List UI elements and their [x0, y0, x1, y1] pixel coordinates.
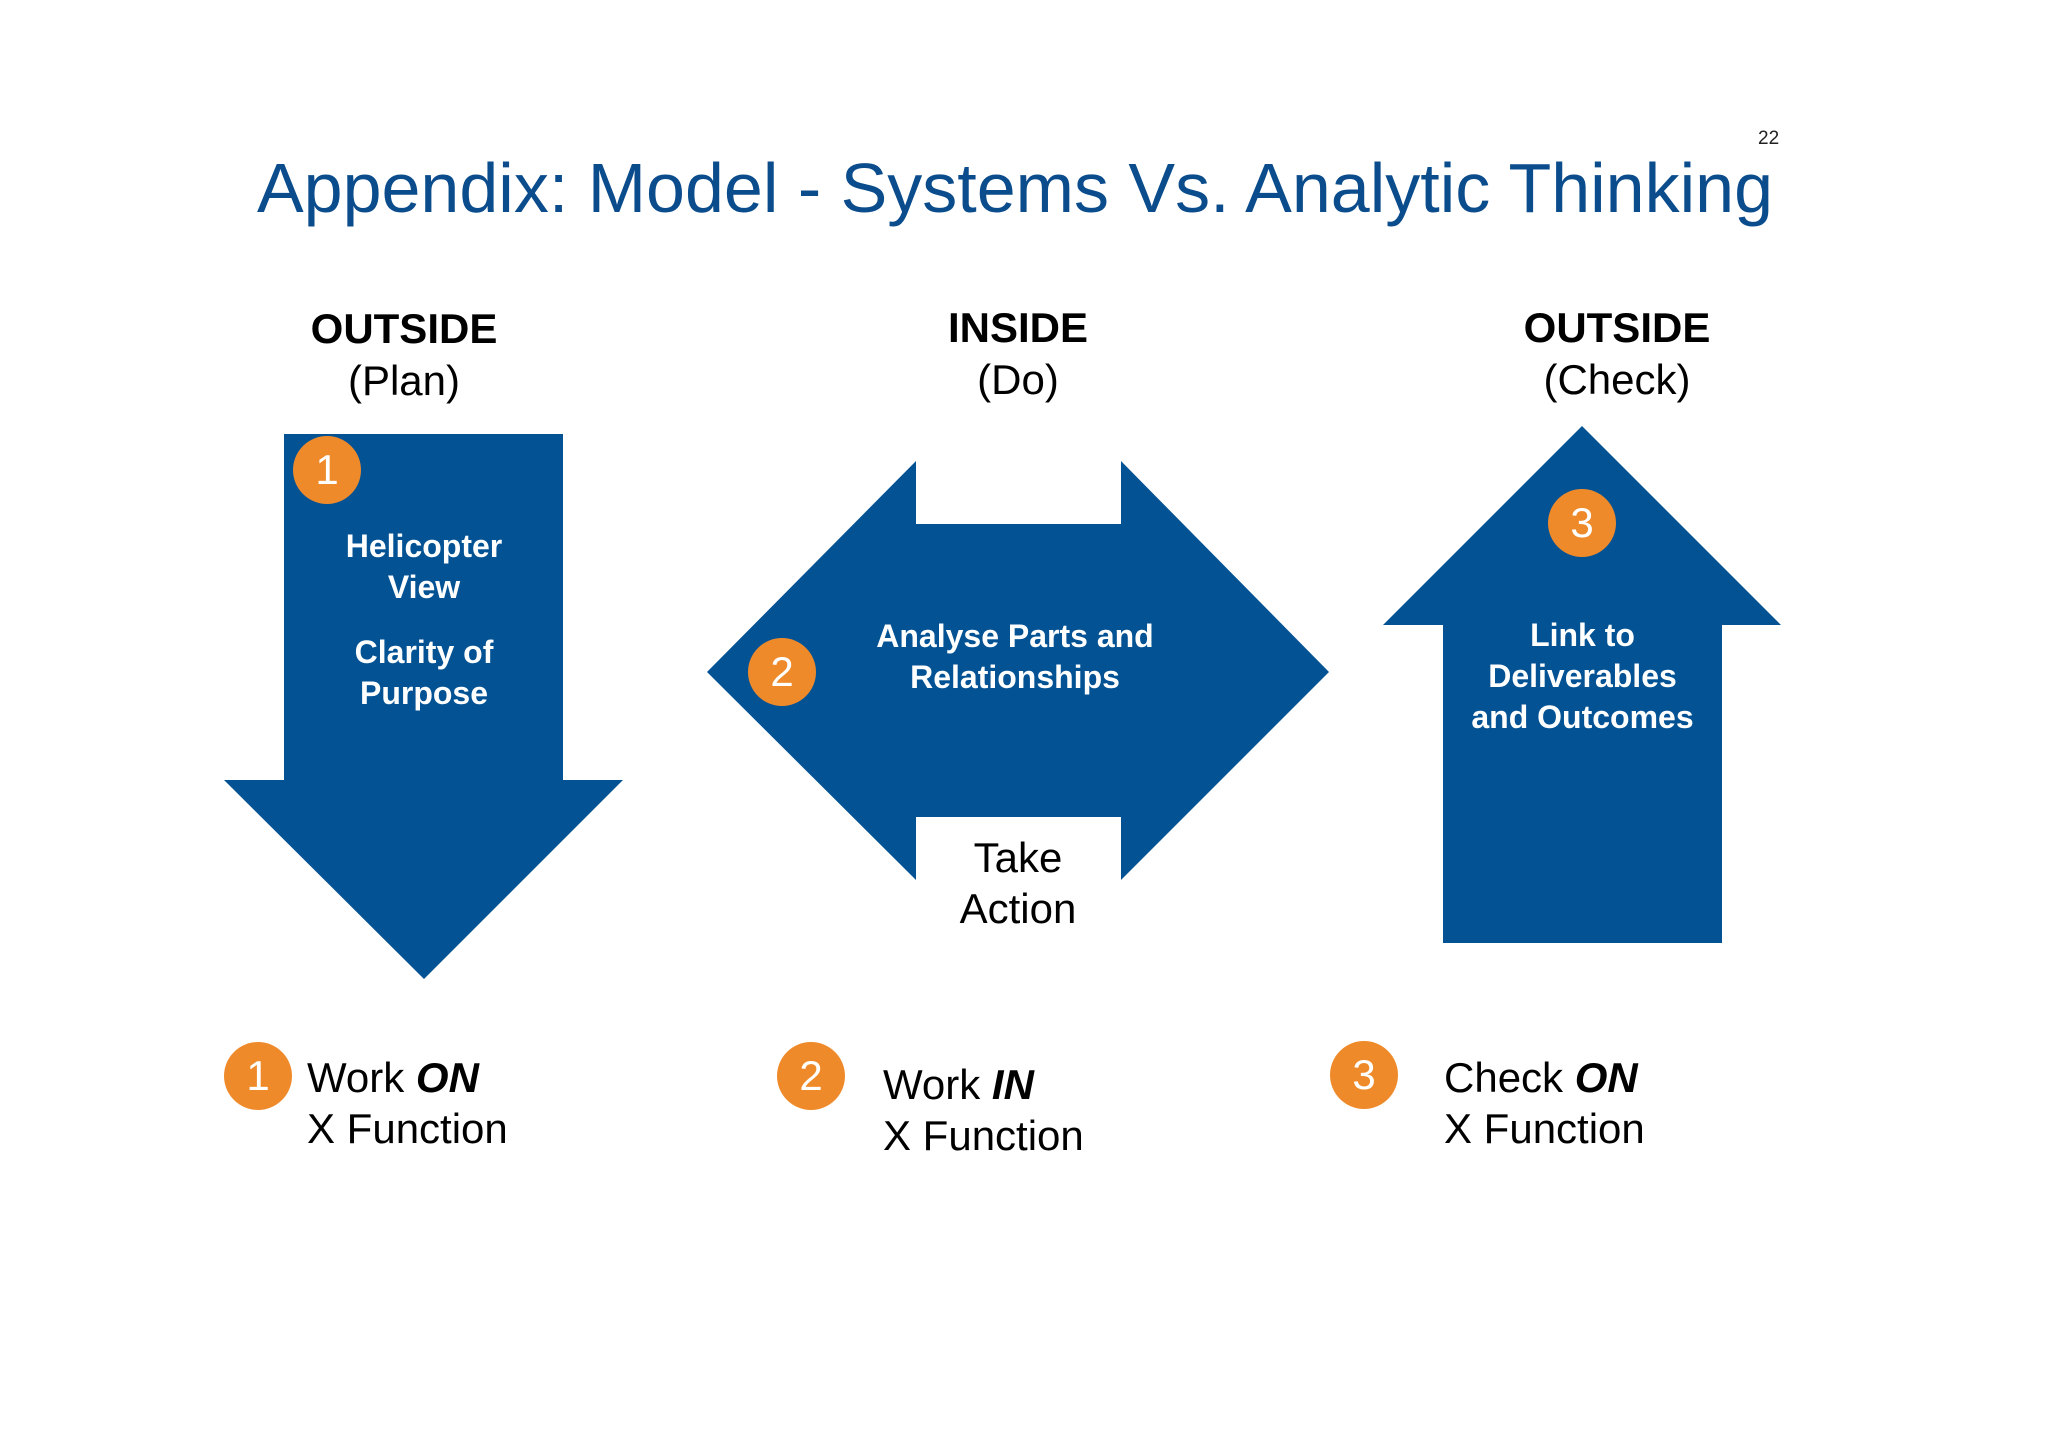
legend-emphasis: ON: [415, 1054, 479, 1101]
column-heading-label: INSIDE: [947, 304, 1089, 351]
arrow-text-line: Link to: [1530, 617, 1635, 653]
legend-line: Work IN: [883, 1059, 1084, 1110]
page-number: 22: [1758, 128, 1780, 149]
column-heading-do: INSIDE (Do): [868, 302, 1168, 406]
legend-verb: Check: [1444, 1054, 1564, 1101]
arrow-text-line: Purpose: [359, 675, 489, 711]
legend-item-3: Check ON X Function: [1444, 1052, 1645, 1154]
column-heading-label: OUTSIDE: [310, 305, 498, 352]
legend-emphasis: IN: [991, 1061, 1034, 1108]
column-subheading-label: (Check): [1543, 356, 1691, 403]
up-arrow-text: Link to Deliverables and Outcomes: [1443, 615, 1722, 738]
arrow-text-line: Clarity of: [354, 634, 494, 670]
arrow-text-line: Analyse Parts and: [876, 618, 1154, 654]
arrow-text-line: Deliverables: [1488, 658, 1677, 694]
step-2-badge: 2: [748, 638, 816, 706]
arrow-text-line: and Outcomes: [1471, 699, 1694, 735]
arrow-text-line: Helicopter: [345, 528, 503, 564]
step-3-badge: 3: [1548, 489, 1616, 557]
legend-3-badge: 3: [1330, 1041, 1398, 1109]
legend-line: Check ON: [1444, 1052, 1645, 1103]
column-subheading-label: (Plan): [347, 357, 461, 404]
legend-line: X Function: [883, 1112, 1084, 1159]
column-heading-plan: OUTSIDE (Plan): [254, 303, 554, 407]
legend-verb: Work: [883, 1061, 981, 1108]
legend-line: X Function: [1444, 1105, 1645, 1152]
legend-line: X Function: [307, 1105, 508, 1152]
arrow-text-line: View: [387, 569, 461, 605]
step-1-badge: 1: [293, 436, 361, 504]
legend-verb: Work: [307, 1054, 405, 1101]
legend-item-1: Work ON X Function: [307, 1052, 508, 1154]
arrow-text-line: Relationships: [910, 659, 1120, 695]
take-action-label: Take Action: [918, 832, 1118, 934]
legend-1-badge: 1: [224, 1042, 292, 1110]
column-heading-label: OUTSIDE: [1523, 304, 1711, 351]
legend-item-2: Work IN X Function: [883, 1059, 1084, 1161]
down-arrow-text: Helicopter View Clarity of Purpose: [294, 526, 554, 714]
slide-title: Appendix: Model - Systems Vs. Analytic T…: [256, 149, 1774, 227]
column-heading-check: OUTSIDE (Check): [1467, 302, 1767, 406]
column-subheading-label: (Do): [977, 356, 1059, 403]
double-arrow-shape: [707, 461, 1329, 880]
legend-2-badge: 2: [777, 1042, 845, 1110]
legend-line: Work ON: [307, 1052, 508, 1103]
double-arrow-text: Analyse Parts and Relationships: [840, 616, 1190, 698]
up-arrow-shape: [1383, 426, 1781, 943]
take-action-line: Action: [959, 885, 1077, 932]
take-action-line: Take: [973, 834, 1063, 881]
legend-emphasis: ON: [1574, 1054, 1638, 1101]
down-arrow-shape: [224, 434, 623, 979]
